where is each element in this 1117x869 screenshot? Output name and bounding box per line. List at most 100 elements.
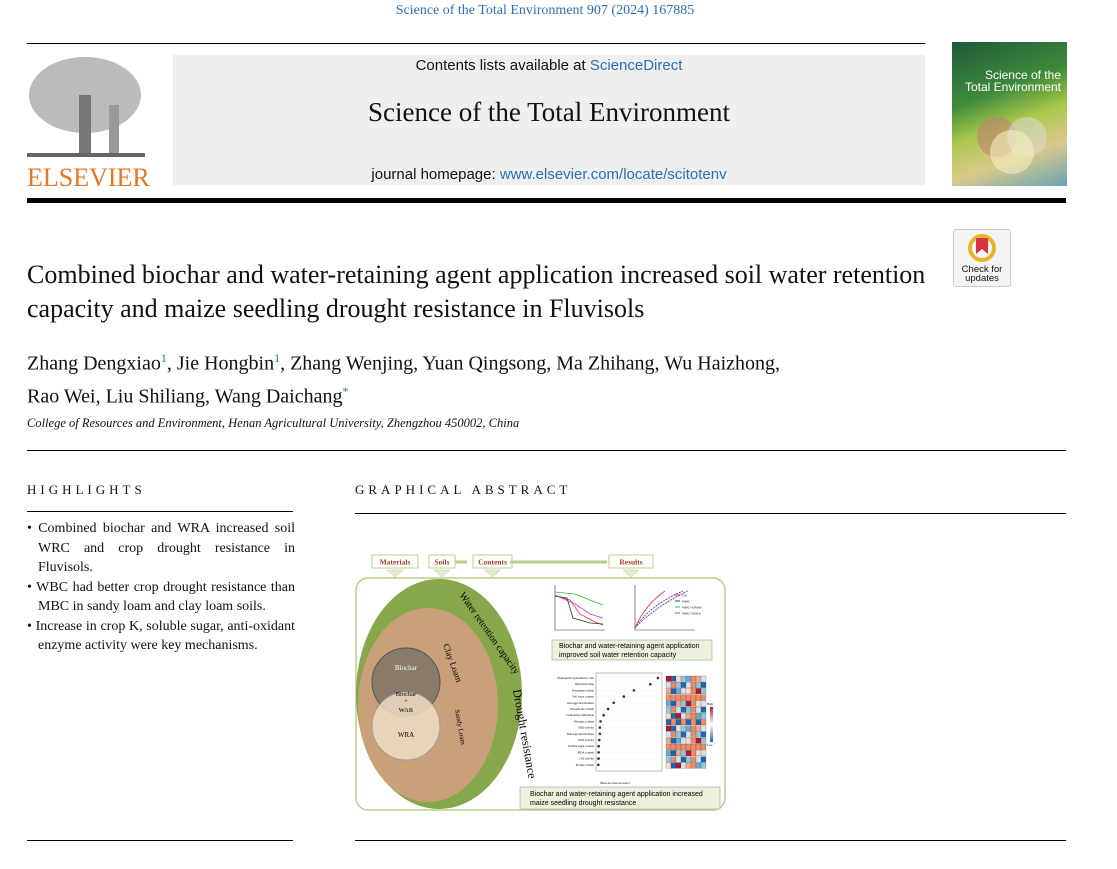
box1-line1: Biochar and water-retaining agent applic…: [559, 643, 700, 650]
heatmap-cell: [680, 700, 687, 707]
variable-label: Infiltration time: [575, 682, 595, 686]
variable-label: POD activity: [578, 738, 594, 742]
journal-cover[interactable]: Science of the Total Environment: [952, 42, 1067, 186]
heatmap-cell: [700, 756, 707, 763]
divider: [27, 450, 1066, 451]
author-name[interactable]: Liu Shiliang: [105, 385, 206, 408]
author-affiliation-marker[interactable]: 1: [160, 351, 167, 365]
heatmap-cell: [695, 682, 702, 688]
author-name[interactable]: Rao Wei: [27, 385, 96, 408]
heatmap-cell: [680, 694, 687, 701]
elsevier-tree-logo: [27, 55, 145, 160]
heatmap-cell: [690, 719, 697, 725]
heatmap-cell: [695, 731, 702, 738]
heatmap-cell: [675, 725, 682, 732]
sciencedirect-link[interactable]: ScienceDirect: [589, 57, 683, 74]
author-list: Zhang Dengxiao1, Jie Hongbin1, Zhang Wen…: [27, 351, 781, 408]
thick-rule: [27, 198, 1066, 203]
heatmap-cell: [700, 725, 707, 732]
heatmap-cell: [690, 675, 697, 682]
heatmap-cell: [700, 737, 707, 744]
heatmap-cell: [700, 744, 707, 750]
author-name[interactable]: Jie Hongbin: [176, 352, 275, 375]
author-name[interactable]: Wu Haizhong: [664, 352, 776, 375]
heatmap-cell: [670, 719, 677, 725]
heatmap-cell: [670, 675, 677, 682]
heat-high-label: High: [707, 702, 714, 706]
highlights-list: • Combined biochar and WRA increased soi…: [27, 519, 295, 656]
heatmap-cell: [670, 731, 677, 738]
author-name[interactable]: Zhang Wenjing: [290, 352, 414, 375]
heatmap-cell: [680, 750, 687, 756]
heatmap-cell: [690, 688, 697, 694]
variable-label: MDA content: [578, 750, 595, 754]
step-box: [608, 554, 654, 569]
contents-prefix: Contents lists available at: [415, 57, 590, 74]
heatmap-cell: [675, 694, 682, 701]
heatmap-cell: [695, 762, 702, 769]
heat-low-label: Low: [707, 743, 713, 747]
check-for-updates-button[interactable]: Check for updates: [953, 229, 1011, 287]
result-box-1: [551, 639, 713, 661]
importance-point: [612, 701, 616, 705]
heatmap-cell: [695, 719, 702, 725]
heatmap-cell: [665, 688, 672, 694]
overlap-label: Biochar: [396, 691, 417, 698]
author-name[interactable]: Zhang Dengxiao: [27, 352, 161, 375]
heatmap-cell: [665, 713, 672, 719]
journal-reference[interactable]: Science of the Total Environment 907 (20…: [395, 3, 695, 18]
heatmap-cell: [675, 737, 682, 744]
author-affiliation-marker[interactable]: *: [342, 383, 349, 398]
heatmap-cell: [700, 700, 707, 707]
heatmap-cell: [695, 675, 702, 682]
heatmap-cell: [680, 719, 687, 725]
variable-label: Belowground biomass: [567, 732, 595, 736]
heatmap-cell: [685, 756, 692, 763]
variable-label: Proline content: [576, 763, 594, 767]
heatmap-cell: [680, 762, 687, 769]
author-name[interactable]: Yuan Qingsong: [422, 352, 547, 375]
heatmap-cell: [690, 762, 697, 769]
heatmap-cell: [700, 706, 707, 713]
importance-point: [597, 738, 601, 742]
heatmap-cell: [690, 750, 697, 756]
heatmap-cell: [690, 731, 697, 738]
heatmap-cell: [700, 713, 707, 719]
author-name[interactable]: Ma Zhihang: [556, 352, 655, 375]
heatmap-cell: [665, 731, 672, 738]
heatmap-cell: [695, 700, 702, 707]
down-arrow-icon: [386, 569, 404, 578]
heatmap-cell: [675, 682, 682, 688]
heatmap-cell: [670, 688, 677, 694]
heatmap-cell: [670, 737, 677, 744]
heatmap-cell: [680, 706, 687, 713]
heatmap-cell: [700, 719, 707, 725]
heatmap-cell: [695, 688, 702, 694]
variable-label: Aboveground biomass: [567, 701, 595, 705]
author-affiliation-marker[interactable]: 1: [274, 351, 281, 365]
author-name[interactable]: Wang Daichang: [214, 385, 343, 408]
importance-point: [632, 689, 636, 692]
journal-title: Science of the Total Environment: [367, 97, 730, 127]
importance-point: [598, 726, 602, 729]
legend-label: WBC+SOSA: [682, 612, 701, 616]
heatmap-cell: [690, 682, 697, 688]
heatmap-cell: [700, 682, 707, 688]
heatmap-cell: [675, 719, 682, 725]
step-label: Soils: [434, 558, 449, 567]
down-arrow-icon: [622, 569, 640, 578]
heatmap-cell: [690, 700, 697, 707]
x-axis-label: Mean decrease Accuracy: [600, 781, 630, 785]
cover-title-1: Science of the: [984, 68, 1061, 82]
heatmap-cell: [665, 750, 672, 756]
heatmap-cell: [700, 731, 707, 738]
variable-label: Potassium content: [572, 688, 594, 692]
heatmap-cell: [670, 744, 677, 750]
homepage-link[interactable]: www.elsevier.com/locate/scitotenv: [499, 166, 727, 183]
heatmap-color-scale: [710, 707, 713, 742]
heatmap-cell: [680, 682, 687, 688]
heatmap-cell: [675, 700, 682, 707]
heatmap-cell: [680, 688, 687, 694]
overlap-plus: +: [404, 699, 408, 705]
